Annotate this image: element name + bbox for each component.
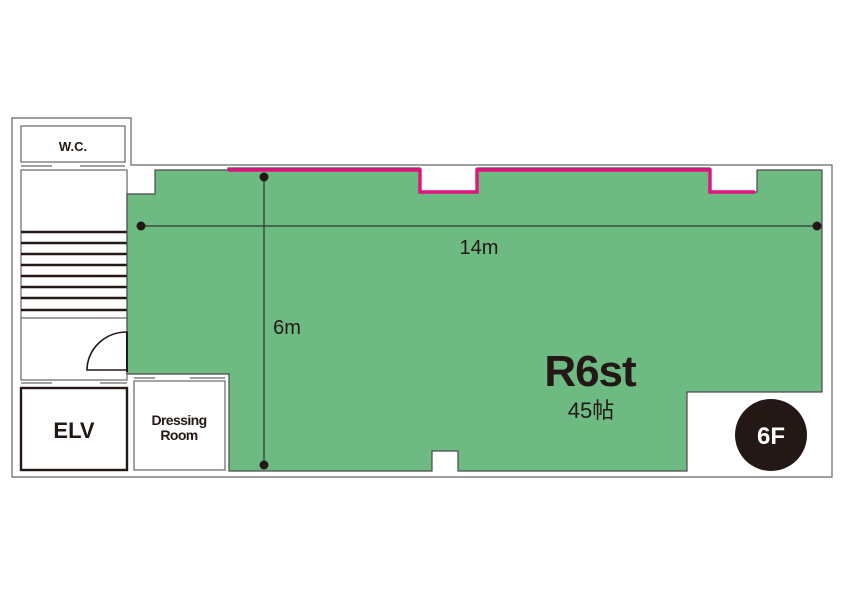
dressing-room — [133, 380, 226, 471]
door-swing — [86, 331, 128, 371]
dimension-point — [812, 221, 822, 231]
room-name: R6st — [544, 347, 637, 396]
dimension-point — [259, 460, 269, 470]
elevator — [19, 386, 129, 472]
dimension-point — [136, 221, 146, 231]
wc-label: W.C. — [59, 139, 87, 154]
depth-dimension-label: 6m — [273, 317, 301, 339]
floor-badge — [735, 399, 807, 471]
dimension-point — [259, 172, 269, 182]
room-size: 45帖 — [568, 398, 614, 423]
dressing-room-label: Dressing — [151, 412, 206, 428]
width-dimension-label: 14m — [460, 237, 499, 259]
elevator-label: ELV — [53, 418, 94, 443]
dressing-room-label-line2: Room — [160, 427, 197, 443]
accent-wall — [228, 168, 755, 194]
wc-room — [20, 125, 126, 163]
floor-label: 6F — [757, 423, 785, 450]
stairs — [21, 230, 127, 312]
